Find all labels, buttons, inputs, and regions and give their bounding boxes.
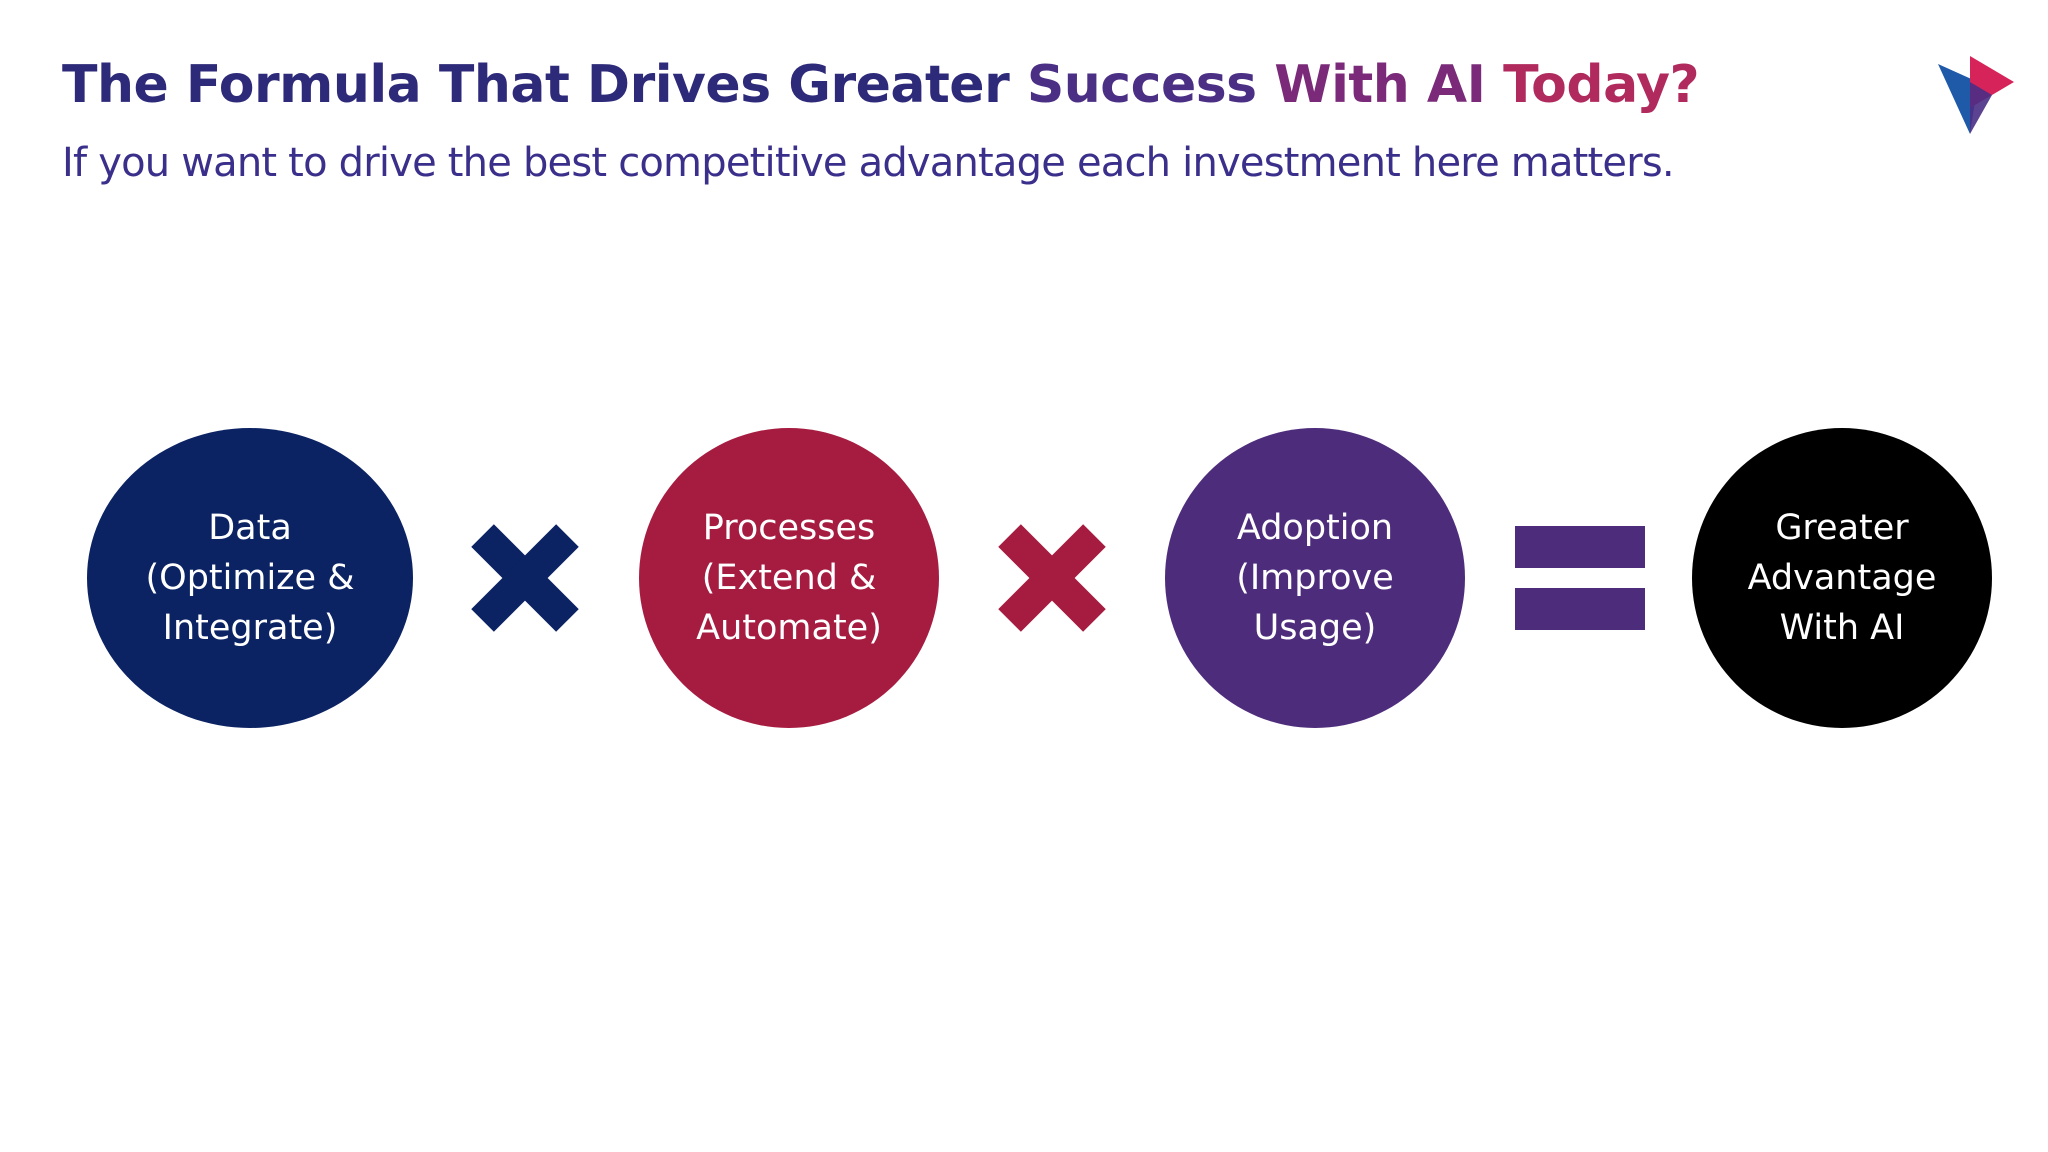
equals-icon <box>1515 526 1645 630</box>
multiply-icon <box>998 524 1106 632</box>
formula-node-result: Greater Advantage With AI <box>1692 428 1992 728</box>
title-segment: The Formula That Drives Greater <box>62 55 1027 115</box>
formula-node-label: Data (Optimize & Integrate) <box>145 508 355 648</box>
slide-subtitle: If you want to drive the best competitiv… <box>62 140 1675 186</box>
title-segment: Today? <box>1503 55 1700 115</box>
formula-node-data: Data (Optimize & Integrate) <box>87 428 413 728</box>
title-segment: Success <box>1026 55 1275 115</box>
title-segment: With AI <box>1274 55 1504 115</box>
multiply-icon <box>471 524 579 632</box>
formula-node-label: Adoption (Improve Usage) <box>1236 508 1394 648</box>
play-triangle-logo-icon <box>1938 56 2014 134</box>
formula-node-processes: Processes (Extend & Automate) <box>639 428 939 728</box>
slide-title: The Formula That Drives Greater Success … <box>62 50 1862 120</box>
formula-node-adoption: Adoption (Improve Usage) <box>1165 428 1465 728</box>
formula-node-label: Processes (Extend & Automate) <box>696 508 882 648</box>
formula-node-label: Greater Advantage With AI <box>1747 508 1937 648</box>
